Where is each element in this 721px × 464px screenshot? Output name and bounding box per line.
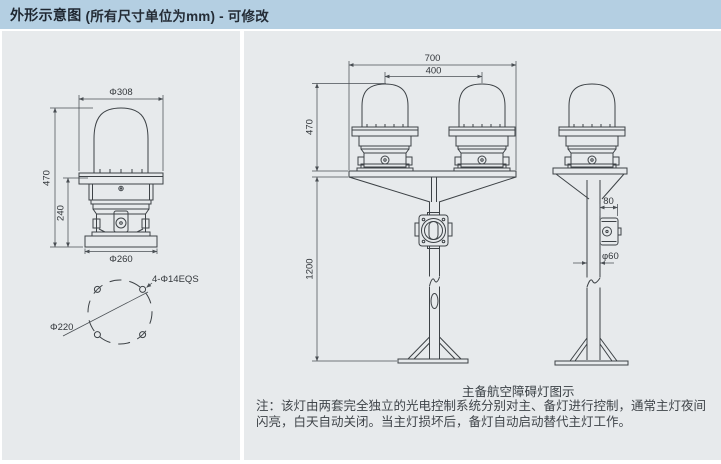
dim-pole-height-label: 1200 [305, 258, 316, 279]
base-gussets-side [569, 337, 618, 362]
v-bracket-left [348, 176, 431, 203]
side-view: 80 φ60 [552, 83, 629, 366]
junction-box-side-notch [617, 227, 622, 236]
junction-box-side-mask [600, 218, 618, 245]
base-plate [84, 235, 158, 248]
lamp-body-walls [92, 184, 150, 200]
dim-ext-pole-height [312, 176, 397, 362]
pole-break-mask [428, 276, 441, 287]
junction-box-screw [421, 217, 426, 222]
junction-box-mask [419, 215, 448, 246]
front-view-dimensions: 700 400 470 1200 [305, 53, 517, 362]
bracket-plate-side [552, 167, 628, 175]
junction-box-ring-outer [421, 218, 446, 243]
v-bracket-right [438, 176, 517, 203]
dim-lower-height-label: 240 [56, 205, 67, 221]
side-lamp [558, 83, 626, 169]
cone-right [601, 173, 625, 200]
dim-ext-overall-width [348, 61, 517, 170]
bolt-circle [87, 279, 153, 345]
clamp-circle [115, 217, 127, 229]
backup-lamp [448, 83, 516, 169]
pole-break-line [429, 276, 440, 287]
base-lip [91, 231, 151, 237]
figure-caption: 主备航空障碍灯图示 [462, 385, 575, 399]
bolt-circle-diameter-label: Φ220 [50, 322, 73, 333]
lamp-dome [93, 107, 149, 173]
dim-base-diameter-label: Φ260 [109, 254, 132, 265]
bolt-circle-diameter-line [62, 291, 149, 337]
flange-screw-dot [119, 187, 123, 190]
assembly-drawing: 700 400 470 1200 [305, 53, 629, 366]
lamp-band [92, 203, 150, 210]
junction-box-side-dot [605, 229, 609, 234]
lamp-flange [78, 172, 164, 185]
dim-top-diameter-label: Φ308 [109, 87, 132, 98]
junction-box-tab-right [447, 222, 453, 237]
dim-pole-diameter-label: φ60 [602, 251, 619, 262]
bolt-circle-view: 4-Φ14EQS Φ220 [50, 274, 199, 345]
flange-screw [118, 185, 124, 192]
dim-lamp-height-label: 470 [305, 119, 316, 135]
dome-bolt-ticks [99, 169, 143, 173]
clamp-circle-dot [119, 221, 123, 225]
dim-total-height-label: 470 [42, 170, 53, 186]
lamp-clamp-body [96, 213, 146, 233]
dim-box-width-label: 80 [603, 196, 614, 207]
pole-side-break-line [586, 277, 601, 288]
base-plate-front [397, 358, 469, 364]
junction-box-slot [428, 221, 439, 240]
pole-side [586, 180, 601, 360]
dim-ext-total-height [50, 107, 93, 248]
bolt-holes-label: 4-Φ14EQS [152, 274, 199, 285]
cone-left [555, 173, 590, 200]
bolt-hole [93, 285, 101, 293]
bolt-hole [93, 331, 101, 339]
dim-lamp-spacing-label: 400 [426, 66, 442, 77]
junction-box-screw [421, 239, 426, 244]
holes-leader-line [146, 282, 153, 288]
junction-box-screw [441, 239, 446, 244]
dual-lamp-front-view [348, 83, 517, 364]
bolt-hole [139, 285, 147, 293]
junction-box-side: 80 [599, 196, 622, 246]
main-lamp [351, 83, 419, 169]
note-line-2: 闪亮，白天自动关闭。当主灯损坏后，备灯自动启动替代主灯工作。 [256, 414, 632, 429]
left-drawing-panel: Φ308 470 240 Φ260 4-Φ14EQS [2, 31, 240, 460]
right-drawing-panel: 700 400 470 1200 [244, 31, 721, 460]
lamp-step [90, 199, 152, 205]
single-lamp-front-view [78, 107, 164, 248]
junction-box-tab-left [414, 222, 420, 237]
clamp-tab-right [141, 218, 150, 229]
page-title: 外形示意图 [10, 6, 82, 23]
junction-box-screw [441, 217, 446, 222]
note-line-1: 注：该灯由两套完全独立的光电控制系统分别对主、备灯进行控制，通常主灯夜间 [256, 399, 707, 413]
junction-box-tab-top [427, 212, 440, 216]
clamp-tab-left [92, 218, 101, 229]
pole-slot [430, 293, 439, 309]
single-lamp-dimensions: Φ308 470 240 Φ260 [42, 87, 164, 265]
bolt-hole [139, 331, 147, 339]
title-bar: 外形示意图 (所有尺寸单位为mm) - 可修改 [0, 0, 721, 29]
dim-overall-width-label: 700 [425, 53, 441, 64]
junction-box-side-circle [602, 226, 612, 237]
single-lamp-drawing: Φ308 470 240 Φ260 4-Φ14EQS [42, 87, 199, 345]
support-rod [431, 177, 437, 202]
note-text: 注：该灯由两套完全独立的光电控制系统分别对主、备灯进行控制，通常主灯夜间 闪亮，… [256, 399, 714, 430]
base-plate-side [554, 360, 629, 366]
junction-box-front [414, 212, 453, 249]
junction-box-tab-bottom [427, 245, 440, 249]
page-subtitle: (所有尺寸单位为mm) - 可修改 [85, 8, 269, 24]
dim-ext-top-diameter [78, 95, 164, 171]
base-gussets-front [407, 336, 462, 360]
bracket-plate [348, 170, 517, 178]
